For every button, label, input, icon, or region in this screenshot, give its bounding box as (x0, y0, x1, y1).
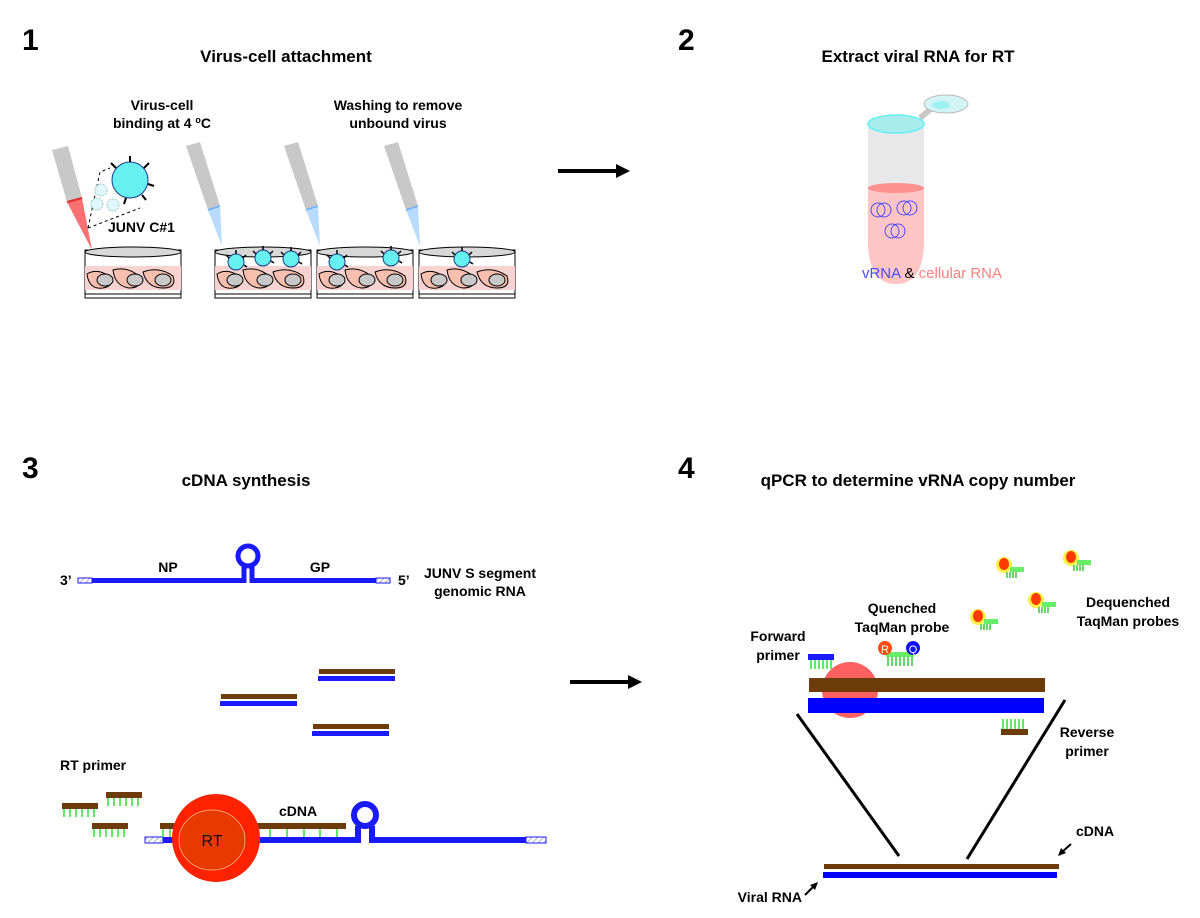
panel-2: 2 Extract viral RNA for RT vRNA & cellul… (678, 24, 1015, 284)
rna-legend: vRNA & cellular RNA (862, 265, 1002, 282)
reporter-label: R (881, 644, 889, 656)
pipette-red-icon (52, 146, 92, 250)
forward-primer-label-line1: Forward (750, 628, 805, 644)
zoom-line (965, 699, 1067, 860)
panel-3: 3 cDNA synthesis 3’ 5’ NP GP JUNV S segm… (22, 452, 547, 882)
forward-primer-label-line2: primer (756, 647, 800, 663)
panel-number: 1 (22, 24, 39, 57)
panel-title: Extract viral RNA for RT (821, 47, 1015, 66)
arrow-right-icon (570, 675, 642, 689)
quenched-label-line1: Quenched (868, 600, 936, 616)
rt-enzyme-label: RT (201, 833, 222, 850)
panel-title: qPCR to determine vRNA copy number (761, 471, 1076, 490)
dish-icon (85, 247, 181, 298)
duplex-fragment (318, 669, 395, 681)
zoom-line (795, 713, 901, 857)
duplex-fragment (312, 724, 389, 736)
viral-rna-strand (823, 872, 1057, 878)
arrow-icon (1058, 843, 1072, 856)
rt-primer-icon (61, 802, 99, 818)
washing-label-line2: unbound virus (349, 115, 446, 131)
rt-primer-icon (105, 791, 143, 807)
panel-title: Virus-cell attachment (200, 47, 372, 66)
cdna-strand (824, 864, 1059, 869)
quenched-label-line2: TaqMan probe (855, 619, 950, 635)
gp-label: GP (310, 559, 330, 575)
panel-title: cDNA synthesis (182, 471, 311, 490)
panel-number: 3 (22, 452, 39, 485)
quenched-probe-icon (878, 641, 920, 666)
tube-icon (867, 94, 969, 284)
panel-number: 4 (678, 452, 695, 485)
dequenched-probe-icon (969, 608, 999, 631)
reverse-primer-label-line1: Reverse (1060, 724, 1115, 740)
cdna-label: cDNA (279, 803, 317, 819)
rt-complex (144, 794, 547, 882)
dequenched-label-line1: Dequenched (1086, 594, 1170, 610)
genomic-rna-strand (77, 543, 391, 584)
rt-primer-icon (91, 822, 129, 838)
dequenched-probe-icon (995, 556, 1025, 579)
quencher-label: Q (909, 644, 918, 656)
virus-zoom-icon (87, 156, 155, 229)
arrow-right-icon (558, 164, 630, 178)
viral-rna-label: Viral RNA (738, 889, 802, 905)
dish-bound-1 (215, 245, 311, 298)
segment-label-line2: genomic RNA (434, 583, 526, 599)
rt-primer-label: RT primer (60, 757, 127, 773)
reverse-primer-icon (1001, 719, 1028, 735)
dequenched-label-line2: TaqMan probes (1077, 613, 1180, 629)
reverse-primer-label-line2: primer (1065, 743, 1109, 759)
pipette-blue-icon (283, 141, 321, 247)
pipette-blue-icon (383, 141, 421, 247)
duplex-fragment (220, 694, 297, 706)
washing-label-line1: Washing to remove (334, 97, 463, 113)
dish-bound-3 (419, 246, 515, 298)
panel-4: 4 qPCR to determine vRNA copy number Que… (678, 452, 1179, 905)
dish-bound-2 (317, 245, 413, 298)
virus-strain-label: JUNV C#1 (108, 219, 175, 235)
pipette-blue-icon (185, 141, 223, 247)
five-prime-label: 5’ (398, 572, 410, 588)
segment-label-line1: JUNV S segment (424, 565, 536, 581)
cdna-label: cDNA (1076, 823, 1114, 839)
np-label: NP (158, 559, 177, 575)
binding-label-line1: Virus-cell (131, 97, 194, 113)
panel-number: 2 (678, 24, 695, 57)
panel-1: 1 Virus-cell attachment Virus-cell bindi… (22, 24, 515, 298)
three-prime-label: 3’ (60, 572, 72, 588)
arrow-icon (804, 882, 818, 896)
dequenched-probe-icon (1027, 591, 1057, 614)
amplicon-duplex (808, 654, 1045, 718)
dequenched-probe-icon (1062, 549, 1092, 572)
binding-label-line2: binding at 4 oC (113, 115, 211, 131)
